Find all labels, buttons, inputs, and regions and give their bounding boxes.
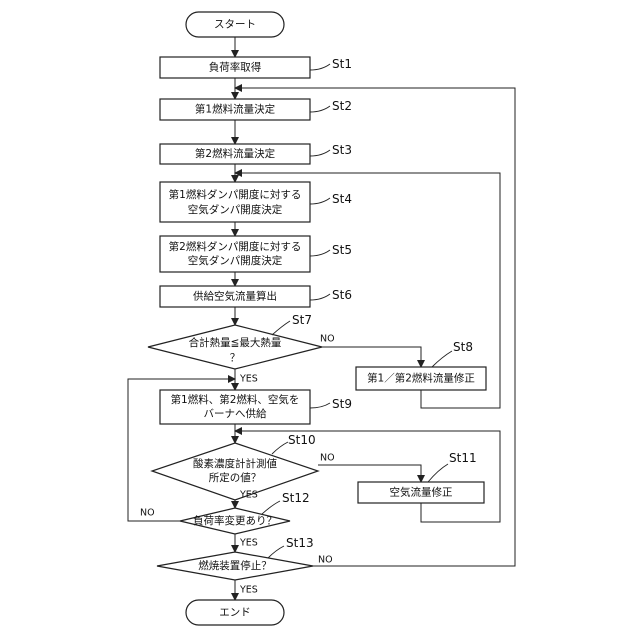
step-st8: 第1／第2燃料流量修正 xyxy=(356,367,486,390)
step-st2-text: 第1燃料流量決定 xyxy=(195,103,276,116)
label-st2: St2 xyxy=(332,99,352,113)
no-label-st12: NO xyxy=(140,508,155,519)
label-st1: St1 xyxy=(332,57,352,71)
end-label: エンド xyxy=(219,607,251,619)
decision-st13-text: 燃焼装置停止？ xyxy=(198,559,272,572)
step-st9-text-1: 第1燃料、第2燃料、空気を xyxy=(171,393,300,406)
label-st4: St4 xyxy=(332,192,352,206)
step-st11-text: 空気流量修正 xyxy=(390,486,453,499)
step-st11: 空気流量修正 xyxy=(358,482,484,503)
step-st3: 第2燃料流量決定 xyxy=(160,144,310,164)
label-st8: St8 xyxy=(453,340,473,354)
yes-label-st7: YES xyxy=(239,374,258,385)
decision-st7-text-2: ？ xyxy=(230,352,241,364)
label-st11: St11 xyxy=(449,451,477,465)
decision-st10-text-1: 酸素濃度計計測値 xyxy=(193,457,277,470)
decision-st10-text-2: 所定の値？ xyxy=(209,471,262,484)
step-st6: 供給空気流量算出 xyxy=(160,286,310,307)
decision-st7-text-1: 合計熱量≦最大熱量 xyxy=(189,336,282,349)
step-st5-text-1: 第2燃料ダンパ開度に対する xyxy=(169,240,302,253)
label-st13: St13 xyxy=(286,536,314,550)
label-st3: St3 xyxy=(332,143,352,157)
step-st4-text-1: 第1燃料ダンパ開度に対する xyxy=(169,188,302,201)
step-st1-text: 負荷率取得 xyxy=(209,61,262,74)
step-st6-text: 供給空気流量算出 xyxy=(193,290,277,303)
label-st5: St5 xyxy=(332,243,352,257)
label-st7: St7 xyxy=(292,313,312,327)
step-st5: 第2燃料ダンパ開度に対する 空気ダンパ開度決定 xyxy=(160,236,310,272)
yes-label-st12: YES xyxy=(239,538,258,549)
label-st6: St6 xyxy=(332,288,352,302)
label-st12: St12 xyxy=(282,491,310,505)
step-st9: 第1燃料、第2燃料、空気を バーナへ供給 xyxy=(160,390,310,424)
end-terminal: エンド xyxy=(186,600,284,625)
step-st5-text-2: 空気ダンパ開度決定 xyxy=(188,254,283,267)
no-label-st13: NO xyxy=(318,555,333,566)
no-label-st7: NO xyxy=(320,334,335,345)
step-st1: 負荷率取得 xyxy=(160,57,310,78)
label-st10: St10 xyxy=(288,433,316,447)
step-st9-text-2: バーナへ供給 xyxy=(204,407,267,420)
step-st4: 第1燃料ダンパ開度に対する 空気ダンパ開度決定 xyxy=(160,182,310,222)
decision-st7: 合計熱量≦最大熱量 ？ xyxy=(148,325,322,369)
start-terminal: スタート xyxy=(186,12,284,37)
yes-label-st10: YES xyxy=(239,490,258,501)
start-label: スタート xyxy=(214,19,256,31)
connectors xyxy=(128,37,515,600)
step-st8-text: 第1／第2燃料流量修正 xyxy=(367,372,475,385)
step-st3-text: 第2燃料流量決定 xyxy=(195,147,276,160)
step-st4-text-2: 空気ダンパ開度決定 xyxy=(188,203,283,216)
step-st2: 第1燃料流量決定 xyxy=(160,99,310,120)
label-st9: St9 xyxy=(332,397,352,411)
decision-st12-text: 負荷率変更あり？ xyxy=(193,514,277,527)
yes-label-st13: YES xyxy=(239,585,258,596)
no-label-st10: NO xyxy=(320,453,335,464)
decision-st13: 燃焼装置停止？ xyxy=(157,552,313,580)
decision-st12: 負荷率変更あり？ xyxy=(180,508,290,534)
